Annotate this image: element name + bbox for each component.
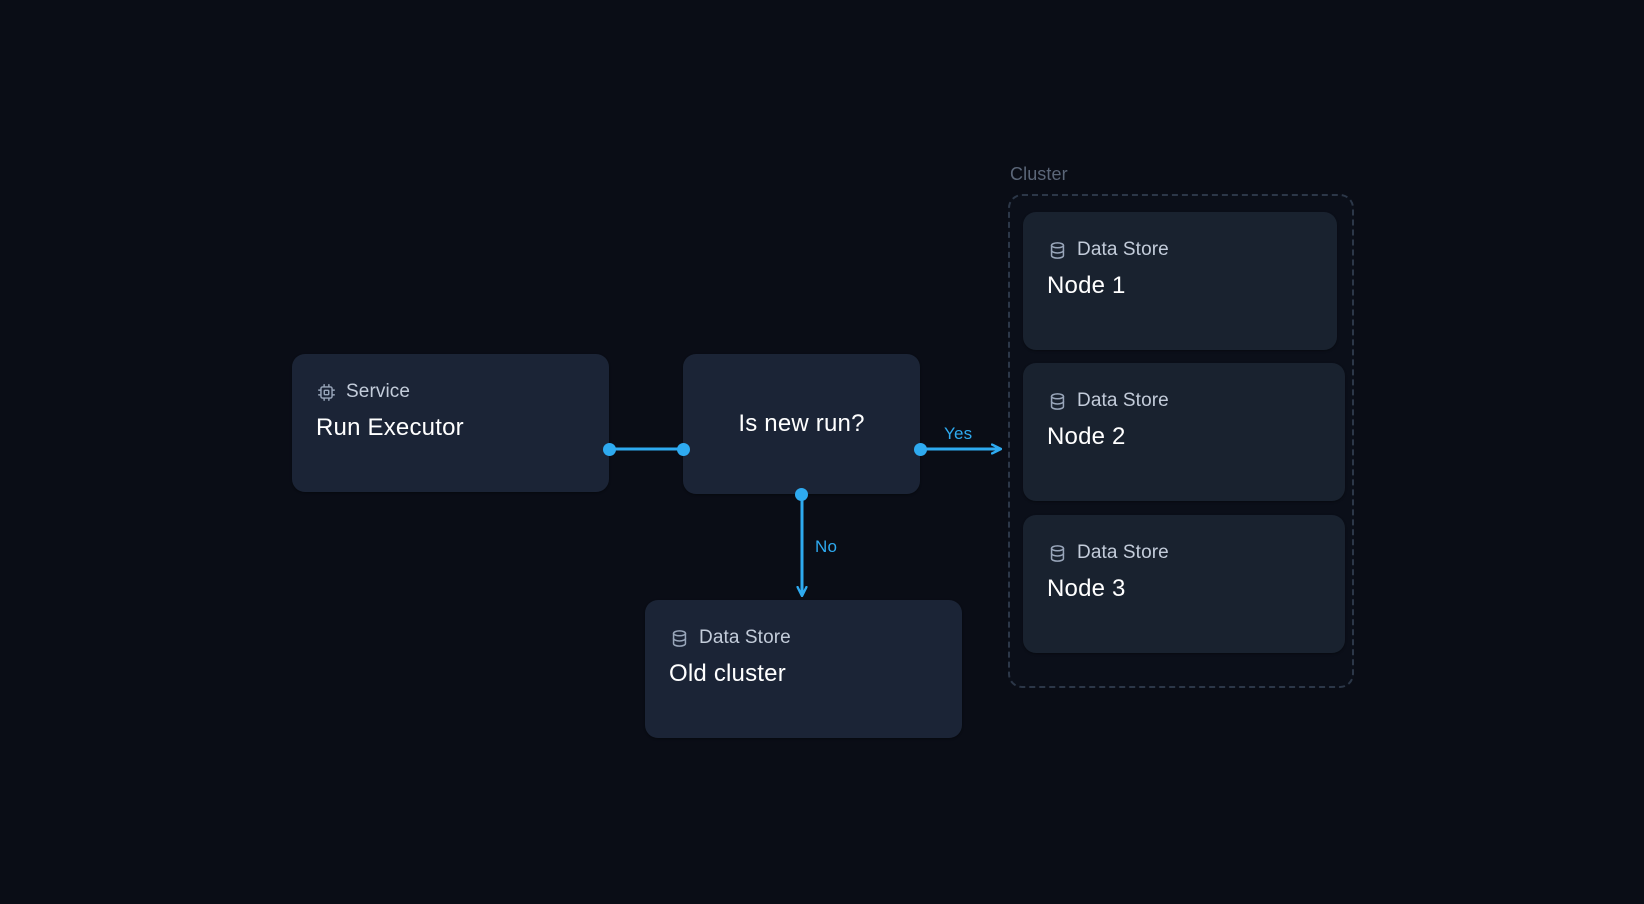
handle-decision-right[interactable] (914, 443, 927, 456)
decision-node[interactable]: Is new run? (683, 354, 920, 494)
database-icon (669, 628, 690, 649)
cluster-node-2[interactable]: Data Store Node 2 (1023, 363, 1345, 501)
node-header: Data Store (1047, 541, 1321, 565)
node-title: Run Executor (316, 414, 464, 441)
old-cluster-node[interactable]: Data Store Old cluster (645, 600, 962, 738)
cpu-chip-icon (316, 382, 337, 403)
edge-label-yes: Yes (944, 424, 973, 443)
handle-decision-bottom[interactable] (795, 488, 808, 501)
handle-service-right[interactable] (603, 443, 616, 456)
node-kind-label: Service (346, 381, 411, 402)
cluster-node-1[interactable]: Data Store Node 1 (1023, 212, 1337, 350)
cluster-label: Cluster (1010, 164, 1068, 184)
handle-decision-left[interactable] (677, 443, 690, 456)
service-node[interactable]: Service Run Executor (292, 354, 609, 492)
node-kind-label: Data Store (699, 627, 791, 648)
node-header: Data Store (1047, 238, 1313, 262)
node-header: Data Store (669, 626, 938, 650)
database-icon (1047, 240, 1068, 261)
node-kind-label: Data Store (1077, 239, 1169, 260)
node-title: Node 3 (1047, 575, 1126, 602)
database-icon (1047, 391, 1068, 412)
node-title: Old cluster (669, 660, 786, 687)
node-kind-label: Data Store (1077, 542, 1169, 563)
node-title: Is new run? (738, 410, 865, 437)
node-header: Data Store (1047, 389, 1321, 413)
cluster-node-3[interactable]: Data Store Node 3 (1023, 515, 1345, 653)
node-title: Node 1 (1047, 272, 1126, 299)
edge-label-no: No (815, 537, 838, 556)
database-icon (1047, 543, 1068, 564)
node-kind-label: Data Store (1077, 390, 1169, 411)
node-header: Service (316, 380, 585, 404)
node-title: Node 2 (1047, 423, 1126, 450)
